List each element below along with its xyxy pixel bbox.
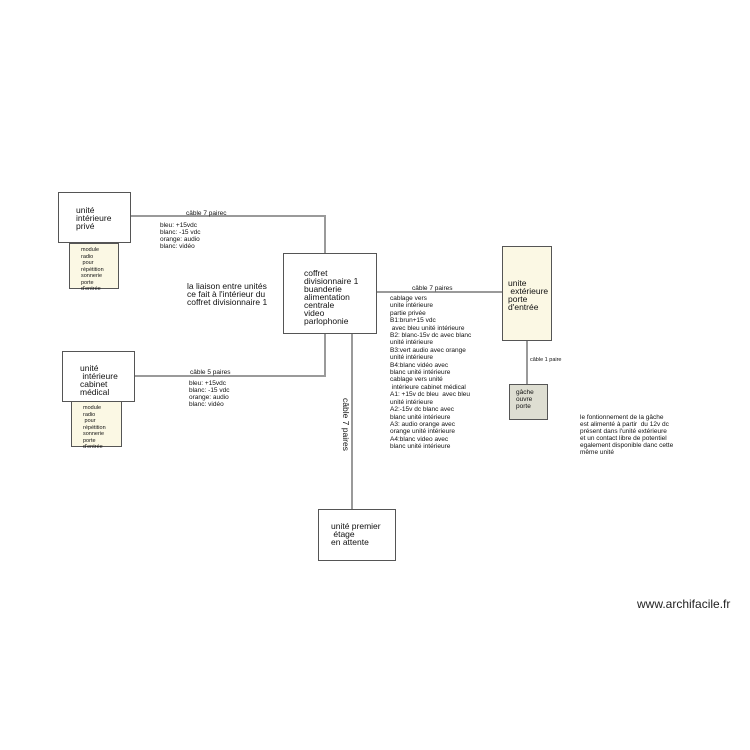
- cable-label-cabinet: câble 5 paires: [190, 369, 231, 376]
- cable-details-exterieure: cablage vers unite intérieure partie pri…: [390, 295, 472, 451]
- cable-line-cabinet-rise: [324, 333, 326, 377]
- unit-premier-etage[interactable]: unité premier étage en attente: [318, 509, 396, 561]
- cable-label-prive: câble 7 pairec: [186, 210, 227, 217]
- cable-line-gache: [526, 340, 528, 386]
- unit-interieure-cabinet[interactable]: unité intérieure cabinet médical: [62, 351, 135, 402]
- unit-label: gâche ouvre porte: [516, 389, 534, 410]
- cable-label-premier: câble 7 paires: [341, 398, 351, 451]
- watermark: www.archifacile.fr: [637, 597, 731, 611]
- unit-label: unite extérieure porte d'entrée: [508, 278, 549, 312]
- gache-ouvre-porte[interactable]: gâche ouvre porte: [509, 384, 548, 420]
- unit-interieure-prive[interactable]: unité intérieure privé: [58, 192, 131, 243]
- coffret-divisionnaire[interactable]: coffret divisionnaire 1 buanderie alimen…: [283, 253, 377, 334]
- unit-exterieure[interactable]: unite extérieure porte d'entrée: [502, 246, 552, 341]
- cable-label-exterieure: câble 7 paires: [412, 285, 453, 292]
- cable-line-cabinet: [134, 375, 326, 377]
- module-label: module radio pour répétition sonnerie po…: [81, 247, 104, 292]
- note-liaison: la liaison entre unités ce fait à l'inté…: [187, 281, 268, 307]
- module-radio-cabinet[interactable]: module radio pour répétition sonnerie po…: [71, 401, 122, 450]
- cable-details-cabinet: bleu: +15vdc blanc: -15 vdc orange: audi…: [189, 380, 230, 408]
- cable-line-exterieure: [376, 291, 503, 293]
- unit-label: coffret divisionnaire 1 buanderie alimen…: [304, 268, 359, 326]
- note-gache: le fontionnement de la gâche est aliment…: [580, 414, 674, 456]
- cable-details-prive: bleu: +15vdc blanc: -15 vdc orange: audi…: [160, 222, 201, 250]
- cable-line-premier: [351, 333, 353, 510]
- unit-label: unité intérieure privé: [76, 205, 112, 231]
- cable-label-gache: câble 1 paire: [530, 357, 562, 363]
- module-radio-prive[interactable]: module radio pour répétition sonnerie po…: [69, 243, 119, 292]
- module-label: module radio pour répétition sonnerie po…: [83, 405, 106, 450]
- unit-label: unité intérieure cabinet médical: [80, 363, 118, 397]
- unit-label: unité premier étage en attente: [331, 521, 381, 547]
- cable-line-prive: [130, 215, 326, 217]
- cable-line-prive-drop: [324, 215, 326, 254]
